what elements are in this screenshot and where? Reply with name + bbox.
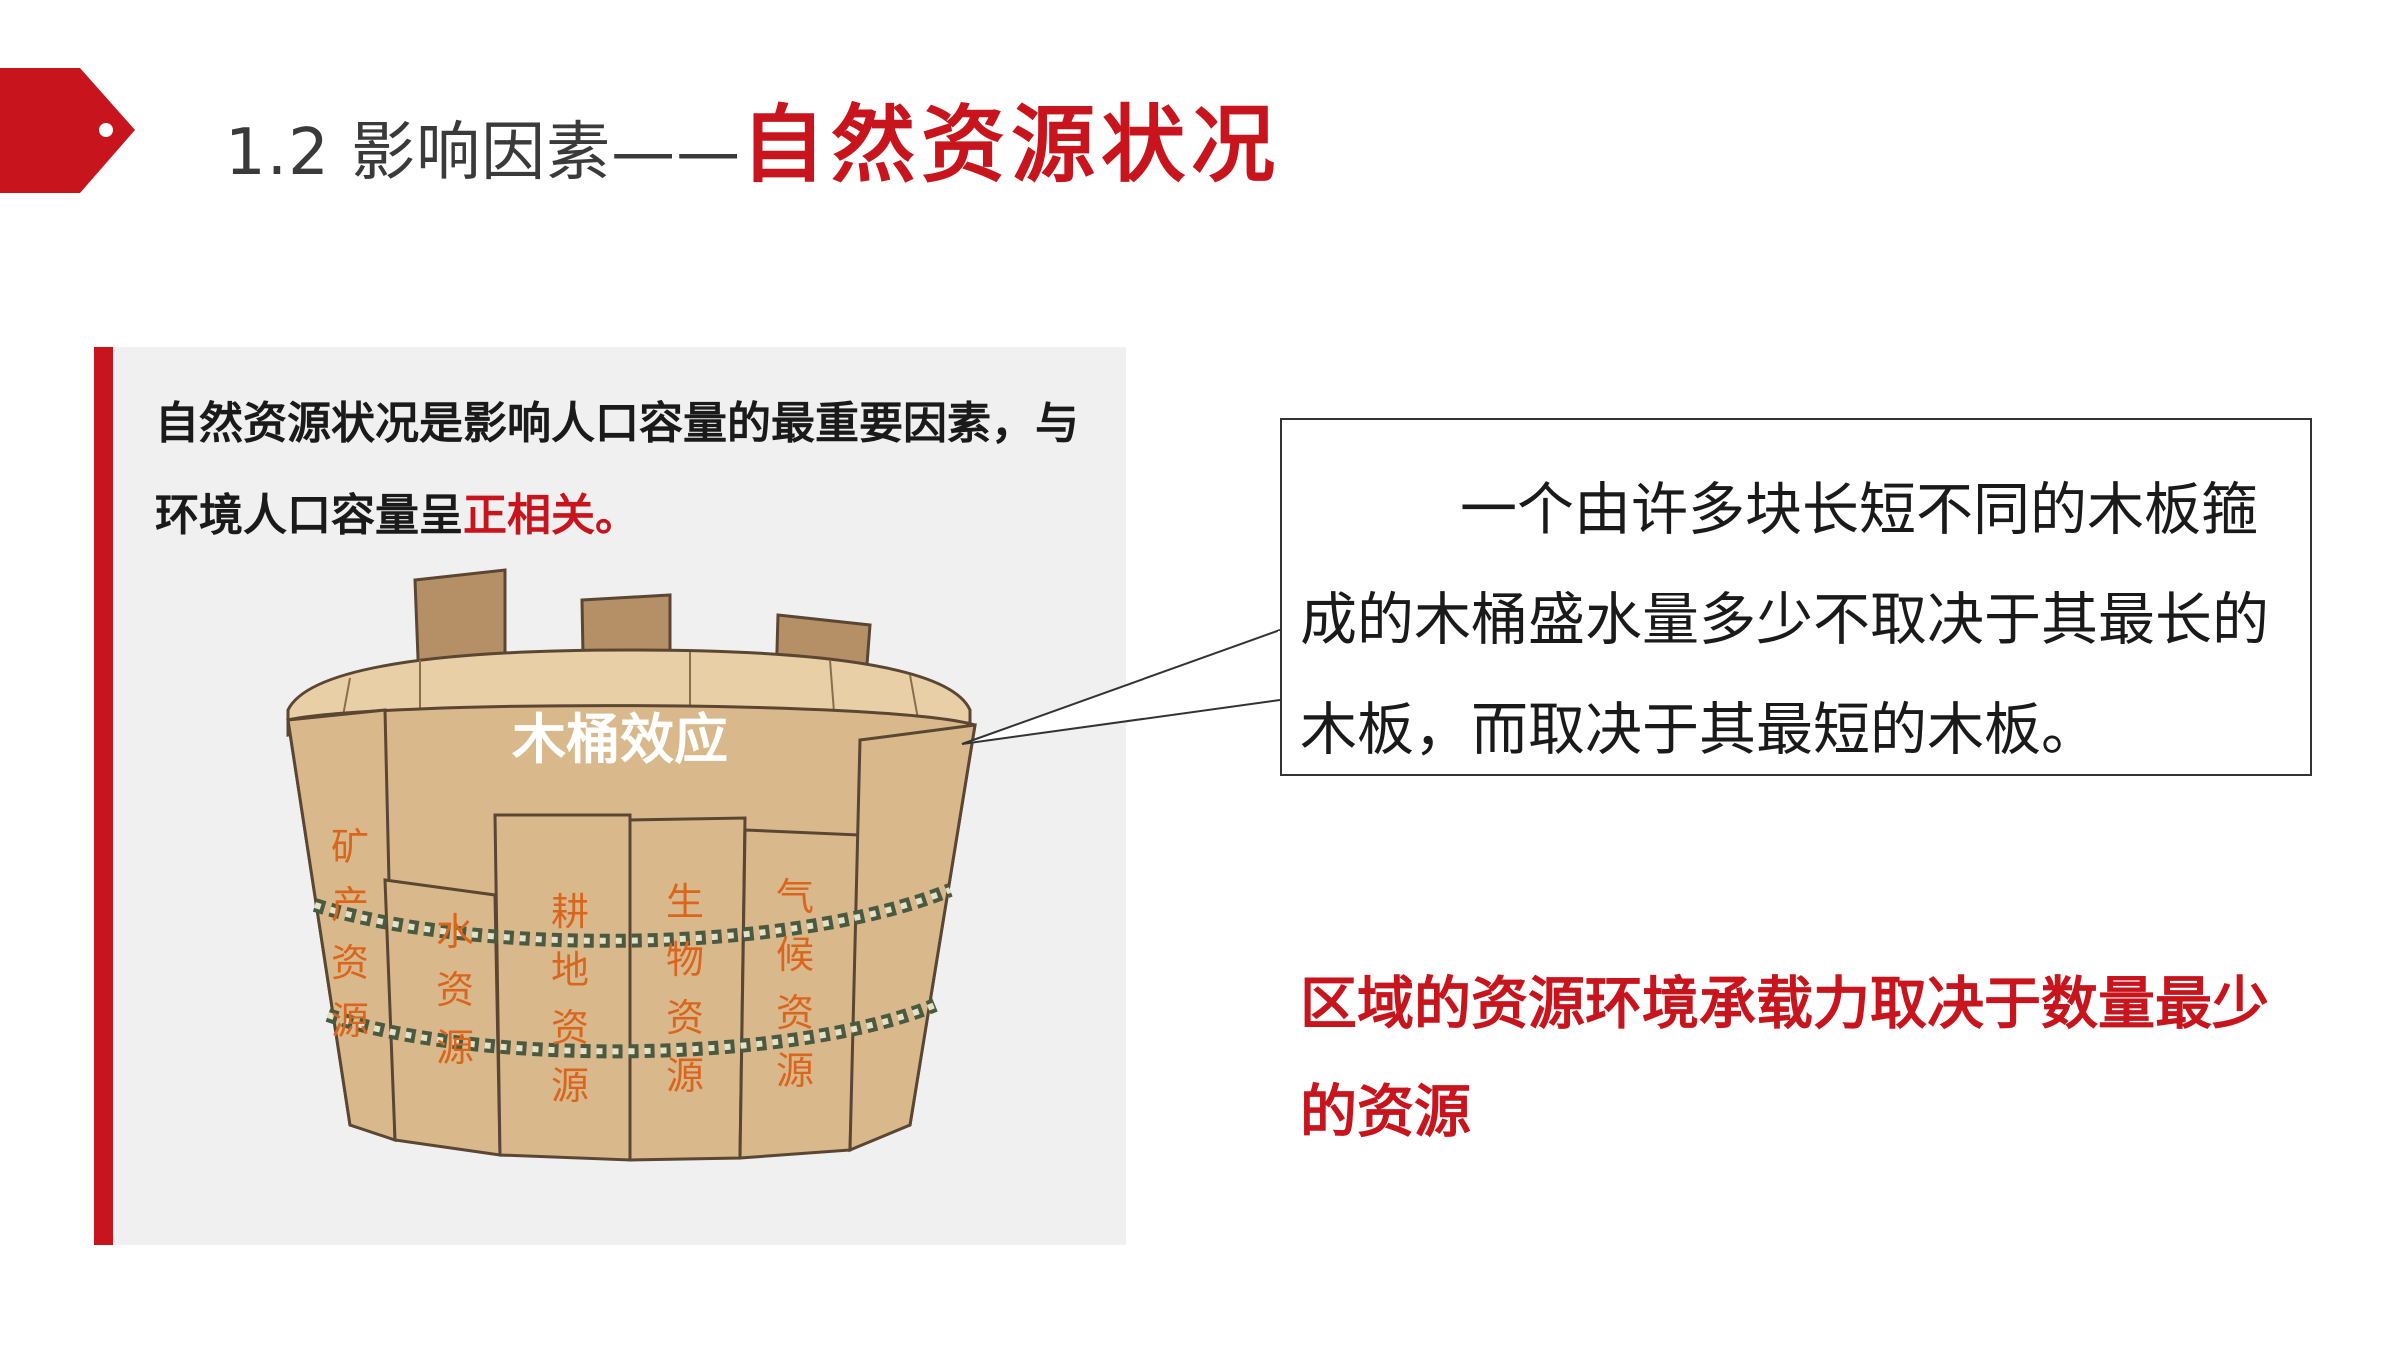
stave-labels: 矿产资源 水资源 耕地资源 生物资源 气候资源	[331, 825, 814, 1108]
front-staves	[286, 708, 977, 1162]
stave-label: 耕地资源	[551, 890, 589, 1108]
wooden-barrel-illustration: 木桶效应 矿产资源 水资源 耕地资源 生物资源 气候资源	[286, 568, 977, 1162]
intro-highlight: 正相关。	[463, 490, 639, 541]
panel-accent-bar	[94, 347, 113, 1245]
header-tag-icon	[0, 68, 135, 193]
callout-text: 一个由许多块长短不同的木板箍成的木桶盛水量多少不取决于其最长的木板，而取决于其最…	[1300, 455, 2290, 785]
callout-body: 一个由许多块长短不同的木板箍成的木桶盛水量多少不取决于其最长的木板，而取决于其最…	[1300, 477, 2269, 763]
stave-label: 矿产资源	[331, 825, 369, 1043]
page-title-accent: 自然资源状况	[741, 96, 1282, 194]
stave-label: 生物资源	[666, 880, 704, 1098]
conclusion-text: 区域的资源环境承载力取决于数量最少的资源	[1300, 971, 2269, 1145]
stave-label: 水资源	[436, 910, 474, 1070]
barrel-title: 木桶效应	[512, 708, 728, 771]
page-title: 1.2 影响因素—— 自然资源状况	[225, 78, 1281, 194]
intro-text: 自然资源状况是影响人口容量的最重要因素，与环境人口容量呈正相关。	[155, 378, 1085, 562]
page-title-main: 1.2 影响因素——	[225, 116, 742, 190]
barrel-ropes	[312, 883, 953, 1059]
callout-box	[1280, 418, 2312, 776]
stave-label: 气候资源	[776, 875, 814, 1093]
intro-text-body: 自然资源状况是影响人口容量的最重要因素，与环境人口容量呈	[155, 398, 1079, 541]
